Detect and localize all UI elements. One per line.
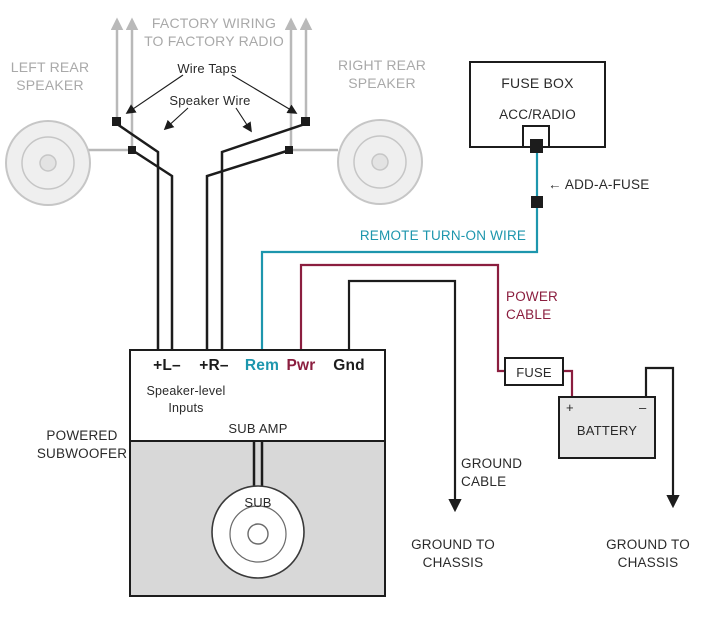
wire-tap-right — [301, 117, 310, 126]
speaker-wire-left-a — [116, 122, 160, 350]
amp-terminal-rem-label: Rem — [244, 357, 280, 374]
sub-speaker-icon — [211, 485, 305, 579]
fuse-box-label: FUSE BOX — [501, 75, 574, 91]
amp-terminal-gnd-label: Gnd — [333, 357, 365, 374]
speaker-wire-label: Speaker Wire — [169, 93, 251, 108]
battery-minus-label: – — [639, 400, 647, 415]
wire-connector-left — [128, 146, 136, 154]
power-cable-post-fuse — [563, 369, 574, 397]
sub-label: SUB — [244, 495, 272, 510]
wire-connector-right — [285, 146, 293, 154]
battery-label: BATTERY — [576, 423, 638, 438]
speaker-wire-right-a — [220, 122, 306, 350]
ground-to-chassis-right-label: GROUND TO CHASSIS — [606, 537, 690, 570]
left-rear-speaker-icon — [5, 120, 91, 206]
left-rear-speaker-label: LEFT REAR SPEAKER — [10, 59, 90, 94]
battery-plus-label: + — [566, 400, 574, 415]
acc-radio-label: ACC/RADIO — [499, 107, 576, 122]
wire-taps-label: Wire Taps — [177, 61, 237, 76]
powered-subwoofer-label: POWERED SUBWOOFER — [36, 428, 128, 461]
wire-taps-pointer-right — [231, 74, 298, 114]
ground-cable-wire — [347, 279, 462, 513]
ground-to-chassis-left-label: GROUND TO CHASSIS — [411, 537, 495, 570]
amp-terminal-left-label: +L– — [153, 357, 181, 374]
speaker-wire-pointer-left — [163, 107, 189, 131]
speaker-wire-pointer-right — [235, 107, 252, 133]
speaker-level-inputs-label: Speaker-level Inputs — [146, 384, 226, 415]
amp-terminal-pwr-label: Pwr — [286, 357, 316, 374]
speaker-wire-left-b — [131, 148, 174, 350]
factory-wiring-label: FACTORY WIRING TO FACTORY RADIO — [144, 15, 284, 50]
wire-tap-left — [112, 117, 121, 126]
add-a-fuse-label: ← ADD-A-FUSE — [548, 177, 650, 192]
wire-taps-pointer-left — [125, 74, 184, 114]
speaker-wire-right-b — [205, 148, 291, 350]
add-a-fuse-plug — [530, 139, 543, 153]
power-cable-label: POWER CABLE — [506, 289, 559, 322]
inline-fuse-label: FUSE — [516, 365, 552, 380]
battery-box — [558, 396, 656, 459]
inline-fuse-box — [504, 357, 564, 386]
right-rear-speaker-label: RIGHT REAR SPEAKER — [337, 57, 427, 92]
ground-cable-label: GROUND CABLE — [461, 456, 523, 489]
right-rear-speaker-icon — [337, 119, 423, 205]
amp-terminal-right-label: +R– — [199, 357, 229, 374]
add-a-fuse-body — [531, 196, 543, 208]
sub-amp-box — [129, 349, 386, 442]
remote-turn-on-label: REMOTE TURN-ON WIRE — [359, 228, 527, 243]
power-cable-pre-fuse — [299, 263, 505, 373]
sub-amp-label: SUB AMP — [228, 421, 288, 436]
battery-ground-wire — [644, 366, 680, 509]
